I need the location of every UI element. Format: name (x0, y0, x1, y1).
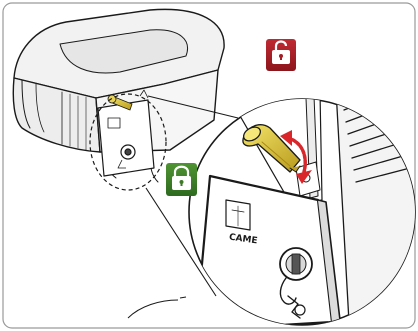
zoom-detail (188, 98, 416, 326)
door-brand-label: CAME (228, 233, 258, 247)
callout-circle (89, 93, 167, 191)
housing-cover-small (97, 89, 155, 177)
key-lock (279, 247, 313, 319)
unlocked-badge (266, 39, 296, 71)
padlock-open-icon (272, 40, 290, 64)
ground-mark (179, 296, 187, 299)
release-handle-small (107, 94, 133, 111)
cover-door (194, 174, 334, 325)
padlock-closed-icon (172, 165, 191, 190)
rotation-arrow (280, 130, 312, 184)
locked-badge (166, 163, 197, 196)
release-handle (242, 124, 301, 173)
callout-connector (145, 95, 239, 297)
ground-arc (127, 299, 179, 319)
diagram-border (2, 2, 416, 329)
housing-ribs (335, 99, 415, 325)
